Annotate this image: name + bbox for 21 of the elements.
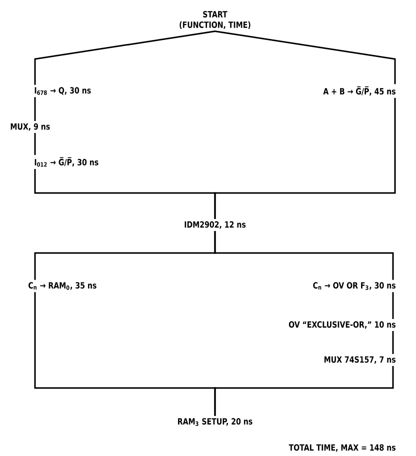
step-text: IDM2902, 12 ns: [184, 221, 246, 229]
step-text: I$_{012}$ → G̅/P̅, 30 ns: [34, 157, 98, 167]
step-text: START (FUNCTION, TIME): [180, 10, 250, 30]
connector-line: [214, 366, 394, 416]
step-text: C$_{n}$ → RAM$_{0}$, 35 ns: [28, 282, 96, 290]
connector-line: [392, 331, 394, 354]
note: TOTAL TIME, MAX = 148 ns: [288, 444, 396, 452]
step-text: A + B → G̅/P̅, 45 ns: [323, 86, 396, 96]
connector-line: [34, 30, 216, 85]
step-text: I$_{678}$ → Q, 30 ns: [34, 87, 91, 95]
step-text: RAM$_{3}$ SETUP, 20 ns: [178, 418, 252, 426]
connector-line: [214, 98, 396, 219]
connector-line: [34, 133, 36, 156]
connector-line: [34, 97, 36, 121]
connector-line: [214, 231, 394, 280]
step-text: MUX, 9 ns: [10, 123, 50, 131]
step-text: OV “EXCLUSIVE-OR,” 10 ns: [288, 321, 396, 329]
step-text: C$_{n}$ → OV OR F$_{3}$, 30 ns: [313, 282, 396, 290]
connector-line: [214, 30, 396, 84]
step-text: MUX 74S157, 7 ns: [324, 356, 396, 364]
connector-line: [392, 292, 394, 319]
